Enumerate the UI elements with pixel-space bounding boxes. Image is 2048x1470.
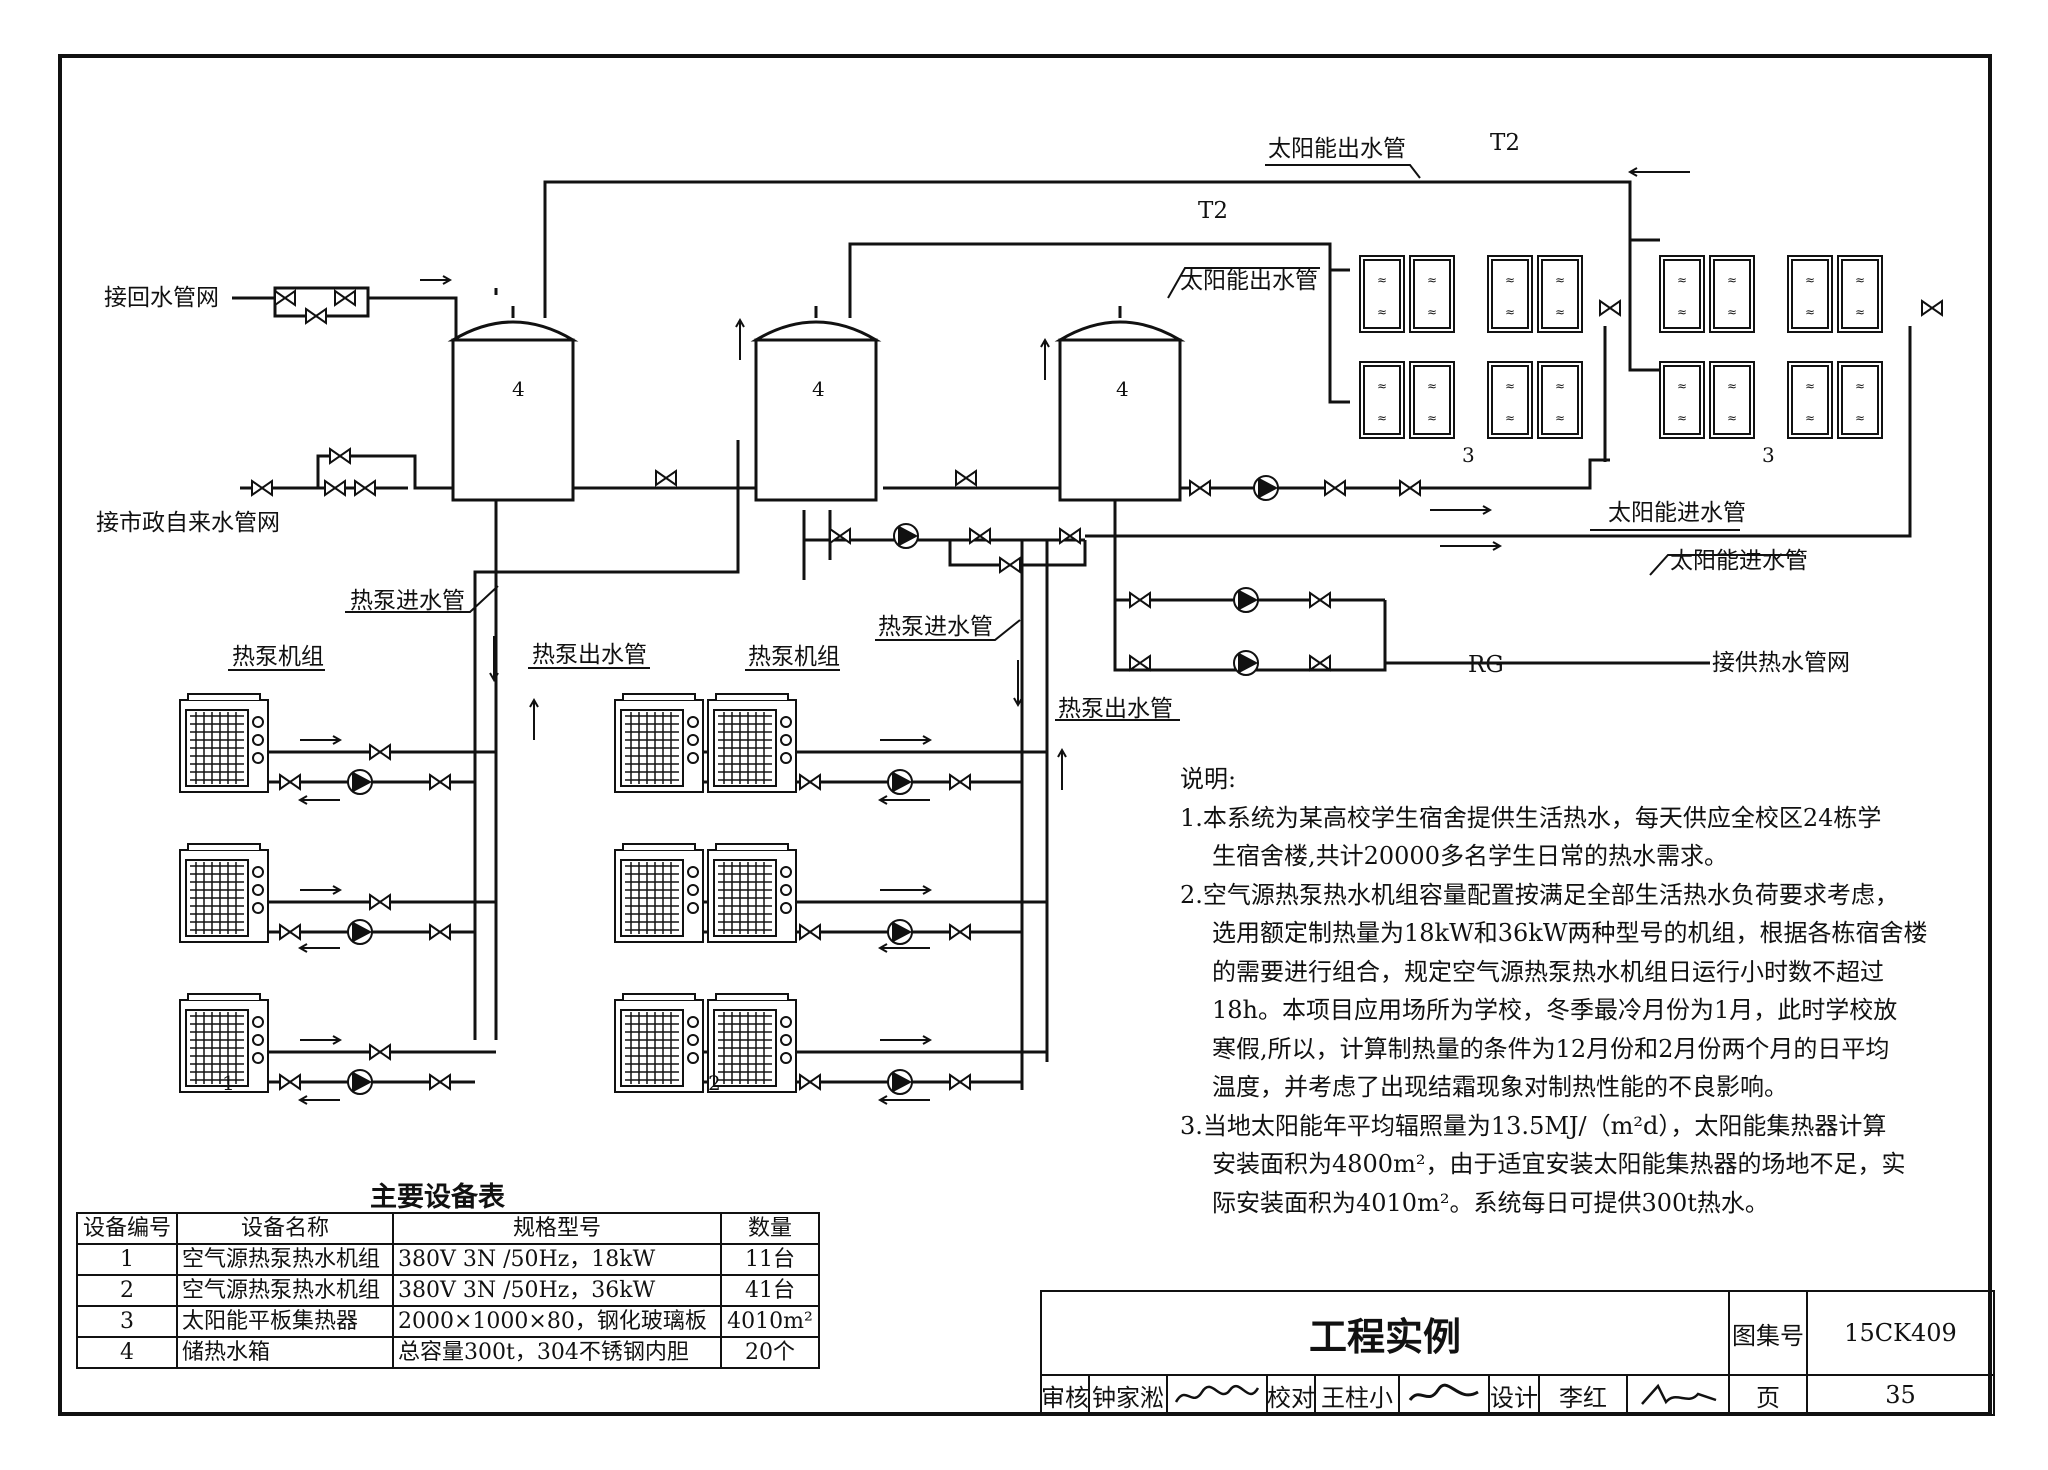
table-cell: 11台 xyxy=(720,1243,820,1276)
table-cell: 储热水箱 xyxy=(176,1336,394,1369)
check-label: 校对 xyxy=(1266,1374,1316,1416)
label-hp-out-2: 热泵出水管 xyxy=(1058,696,1173,722)
equipment-table: 设备编号 设备名称 规格型号 数量 1 空气源热泵热水机组 380V 3N /5… xyxy=(76,1212,820,1369)
table-cell: 2000×1000×80，钢化玻璃板 xyxy=(392,1305,722,1338)
table-cell: 1 xyxy=(76,1243,178,1276)
note-line: 生宿舍楼,共计20000多名学生日常的热水需求。 xyxy=(1212,842,1728,870)
table-cell: 太阳能平板集热器 xyxy=(176,1305,394,1338)
flow-arrows xyxy=(297,167,1690,1105)
solar-collectors-2 xyxy=(1658,254,1884,440)
label-hp-unit-2: 热泵机组 xyxy=(748,644,840,670)
collector-number-1: 3 xyxy=(1462,443,1475,467)
label-t2-a: T2 xyxy=(1490,130,1520,156)
table-cell: 4 xyxy=(76,1336,178,1369)
design-label: 设计 xyxy=(1488,1374,1540,1416)
table-cell: 空气源热泵热水机组 xyxy=(176,1274,394,1307)
drawing-title: 工程实例 xyxy=(1040,1290,1730,1376)
signature-mark xyxy=(1641,1383,1717,1405)
sheet-border xyxy=(58,54,1992,1416)
label-solar-out-2: 太阳能出水管 xyxy=(1180,268,1318,294)
note-line: 安装面积为4800m²，由于适宜安装太阳能集热器的场地不足，实 xyxy=(1212,1150,1906,1178)
page-number: 35 xyxy=(1806,1374,1995,1416)
table-cell: 总容量300t，304不锈钢内胆 xyxy=(392,1336,722,1369)
solar-collectors-1 xyxy=(1358,254,1584,440)
label-solar-out-1: 太阳能出水管 xyxy=(1268,136,1406,162)
atlas-label: 图集号 xyxy=(1728,1290,1808,1376)
label-return-net: 接回水管网 xyxy=(104,285,219,311)
table-header: 设备编号 xyxy=(76,1212,178,1245)
note-line: 18h。本项目应用场所为学校，冬季最冷月份为1月，此时学校放 xyxy=(1212,996,1898,1024)
label-solar-in-2: 太阳能进水管 xyxy=(1670,548,1808,574)
review-label: 审核 xyxy=(1040,1374,1090,1416)
table-cell: 4010m² xyxy=(720,1305,820,1338)
storage-tank-1 xyxy=(451,304,575,502)
leader-lines xyxy=(228,164,1800,721)
label-hp-in-2: 热泵进水管 xyxy=(878,614,993,640)
label-hp-in-1: 热泵进水管 xyxy=(350,588,465,614)
table-cell: 380V 3N /50Hz，18kW xyxy=(392,1243,722,1276)
label-city-water: 接市政自来水管网 xyxy=(96,510,280,536)
note-line: 2.空气源热泵热水机组容量配置按满足全部生活热水负荷要求考虑， xyxy=(1180,880,1899,909)
page-label: 页 xyxy=(1728,1374,1808,1416)
note-line: 选用额定制热量为18kW和36kW两种型号的机组，根据各栋宿舍楼 xyxy=(1212,919,1928,947)
tank-number-2: 4 xyxy=(812,377,825,401)
tank-number-3: 4 xyxy=(1116,377,1129,401)
group-number-1: 1 xyxy=(222,1071,235,1095)
table-row: 1 空气源热泵热水机组 380V 3N /50Hz，18kW 11台 xyxy=(76,1243,820,1276)
table-header-row: 设备编号 设备名称 规格型号 数量 xyxy=(76,1212,820,1245)
table-cell: 空气源热泵热水机组 xyxy=(176,1243,394,1276)
diagram-labels: 太阳能出水管 太阳能出水管 太阳能进水管 太阳能进水管 接回水管网 接市政自来水… xyxy=(96,130,1850,1095)
checker-signature xyxy=(1398,1374,1490,1416)
note-line: 寒假,所以，计算制热量的条件为12月份和2月份两个月的日平均 xyxy=(1212,1034,1890,1063)
label-hp-unit-1: 热泵机组 xyxy=(232,644,324,670)
heat-pump-group-1 xyxy=(178,692,270,1094)
note-line: 3.当地太阳能年平均辐照量为13.5MJ/（m²d），太阳能集热器计算 xyxy=(1180,1111,1887,1140)
table-row: 2 空气源热泵热水机组 380V 3N /50Hz，36kW 41台 xyxy=(76,1274,820,1307)
table-header: 设备名称 xyxy=(176,1212,394,1245)
table-header: 规格型号 xyxy=(392,1212,722,1245)
table-cell: 380V 3N /50Hz，36kW xyxy=(392,1274,722,1307)
note-line: 温度，并考虑了出现结霜现象对制热性能的不良影响。 xyxy=(1212,1073,1788,1101)
table-row: 3 太阳能平板集热器 2000×1000×80，钢化玻璃板 4010m² xyxy=(76,1305,820,1338)
table-row: 4 储热水箱 总容量300t，304不锈钢内胆 20个 xyxy=(76,1336,820,1369)
storage-tank-2 xyxy=(754,304,878,502)
signature-mark xyxy=(1408,1383,1479,1402)
signature-mark xyxy=(1174,1384,1260,1403)
table-cell: 3 xyxy=(76,1305,178,1338)
label-hp-out-1: 热泵出水管 xyxy=(532,642,647,668)
note-line: 的需要进行组合，规定空气源热泵热水机组日运行小时数不超过 xyxy=(1212,957,1884,986)
table-header: 数量 xyxy=(720,1212,820,1245)
notes-heading: 说明: xyxy=(1180,765,1237,793)
equipment-table-title: 主要设备表 xyxy=(370,1182,505,1213)
group-number-2: 2 xyxy=(708,1071,721,1095)
label-solar-in-1: 太阳能进水管 xyxy=(1608,500,1746,526)
reviewer-name: 钟家淞 xyxy=(1088,1374,1168,1416)
storage-tank-3 xyxy=(1058,304,1182,502)
table-cell: 2 xyxy=(76,1274,178,1307)
label-t2-b: T2 xyxy=(1198,198,1228,224)
notes-block: 说明: 1.本系统为某高校学生宿舍提供生活热水，每天供应全校区24栋学 生宿舍楼… xyxy=(1180,760,1928,1222)
designer-name: 李红 xyxy=(1538,1374,1628,1416)
title-block: 工程实例 图集号 15CK409 审核 钟家淞 校对 王柱小 设计 李红 页 3… xyxy=(1040,1290,1995,1416)
table-cell: 41台 xyxy=(720,1274,820,1307)
collector-number-2: 3 xyxy=(1762,443,1775,467)
note-line: 际安装面积为4010m²。系统每日可提供300t热水。 xyxy=(1212,1188,1769,1217)
label-rg: RG xyxy=(1468,652,1504,678)
table-cell: 20个 xyxy=(720,1336,820,1369)
designer-signature xyxy=(1626,1374,1730,1416)
label-supply-net: 接供热水管网 xyxy=(1712,650,1850,676)
reviewer-signature xyxy=(1166,1374,1268,1416)
heat-pump-group-2 xyxy=(613,692,798,1094)
atlas-number: 15CK409 xyxy=(1806,1290,1995,1376)
tank-number-1: 4 xyxy=(512,377,525,401)
checker-name: 王柱小 xyxy=(1314,1374,1400,1416)
note-line: 1.本系统为某高校学生宿舍提供生活热水，每天供应全校区24栋学 xyxy=(1180,803,1882,832)
